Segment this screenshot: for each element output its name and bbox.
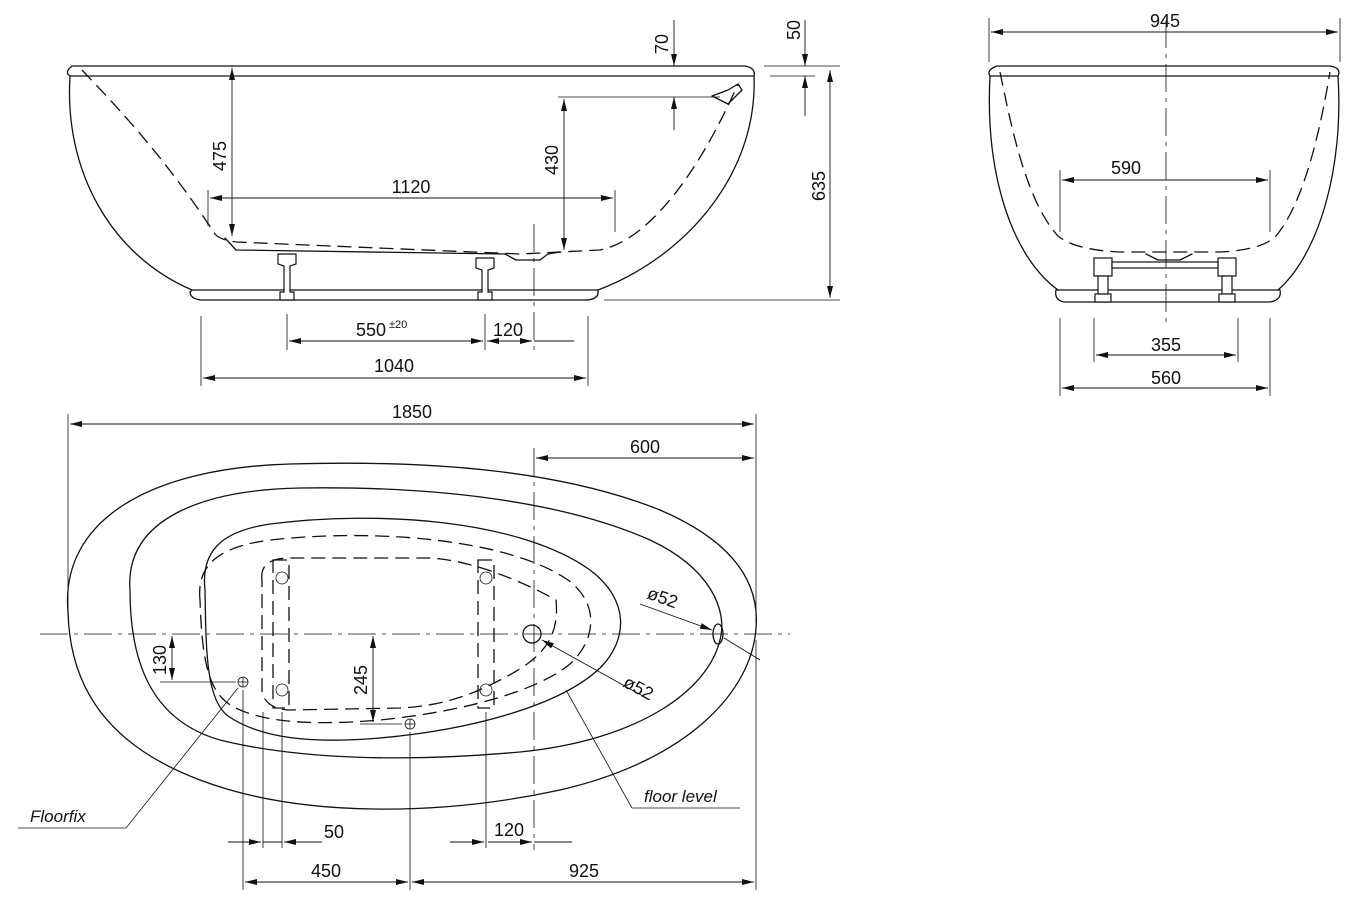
dim-rim-top: 50 bbox=[784, 20, 804, 40]
side-overflow bbox=[711, 83, 743, 105]
dim-feet-spacing: 550 bbox=[356, 320, 386, 340]
plan-rim-inner bbox=[129, 487, 723, 759]
dim-plan-total-length: 1850 bbox=[392, 402, 432, 422]
end-foot-bar bbox=[1111, 261, 1219, 269]
dim-drain-diameter: ø52 bbox=[620, 672, 657, 704]
plan-floor-level bbox=[199, 534, 592, 724]
dim-end-feet-spacing: 355 bbox=[1151, 335, 1181, 355]
plan-drain-circle bbox=[522, 624, 542, 644]
note-floorfix: Floorfix bbox=[30, 807, 86, 826]
plan-foot-pad-2 bbox=[275, 683, 289, 697]
dim-inner-length: 1120 bbox=[392, 177, 431, 197]
side-base bbox=[189, 289, 599, 301]
dim-inner-width: 590 bbox=[1111, 158, 1141, 178]
dim-total-height: 635 bbox=[809, 171, 829, 201]
dim-floorfix-offset-2: 245 bbox=[351, 665, 371, 695]
side-inner-floor bbox=[224, 237, 561, 261]
plan-outer-rim bbox=[66, 462, 757, 810]
dim-total-width: 945 bbox=[1150, 11, 1180, 31]
end-view: 945 590 355 560 bbox=[988, 11, 1341, 396]
plan-foot-pad-4 bbox=[479, 683, 493, 697]
dim-floorfix-to-end: 925 bbox=[569, 861, 599, 881]
plan-floorfix-1 bbox=[237, 676, 249, 688]
dim-drain-to-end: 600 bbox=[630, 437, 660, 457]
dim-floorfix-to-foot: 50 bbox=[324, 822, 344, 842]
plan-overflow-circle bbox=[712, 623, 724, 645]
end-drain bbox=[1145, 253, 1193, 261]
plan-view: 1850 600 ø52 ø52 130 245 50 bbox=[18, 402, 790, 890]
side-inner-shell bbox=[81, 69, 739, 255]
side-outer-shell bbox=[68, 75, 755, 291]
end-foot-right bbox=[1217, 257, 1237, 303]
end-inner-shell bbox=[999, 71, 1331, 253]
end-base bbox=[1055, 289, 1281, 303]
note-floor-level: floor level bbox=[644, 787, 718, 806]
side-foot-right bbox=[475, 257, 495, 301]
dim-drain-offset: 120 bbox=[493, 320, 523, 340]
plan-floorfix-2 bbox=[404, 718, 416, 730]
dim-base-length: 1040 bbox=[374, 356, 414, 376]
dim-floorfix-spacing: 450 bbox=[311, 861, 341, 881]
plan-foot-pad-3 bbox=[479, 571, 493, 585]
end-outer-shell bbox=[988, 75, 1340, 291]
side-foot-left bbox=[277, 253, 297, 301]
plan-basin-edge bbox=[203, 517, 622, 741]
end-foot-left bbox=[1093, 257, 1113, 303]
plan-foot-pad-1 bbox=[275, 571, 289, 585]
dim-rim-offset: 70 bbox=[652, 34, 672, 54]
dim-floorfix-offset: 130 bbox=[150, 645, 170, 675]
dim-depth-inside: 475 bbox=[210, 141, 230, 171]
side-rim-top bbox=[66, 65, 755, 77]
end-rim bbox=[988, 65, 1340, 77]
dim-feet-spacing-tolerance: ±20 bbox=[389, 319, 407, 331]
side-view: 70 50 635 475 430 1120 550 ±20 120 bbox=[66, 20, 840, 386]
dim-foot-to-drain: 120 bbox=[494, 820, 524, 840]
dim-water-depth: 430 bbox=[542, 145, 562, 175]
dim-base-width: 560 bbox=[1151, 368, 1181, 388]
